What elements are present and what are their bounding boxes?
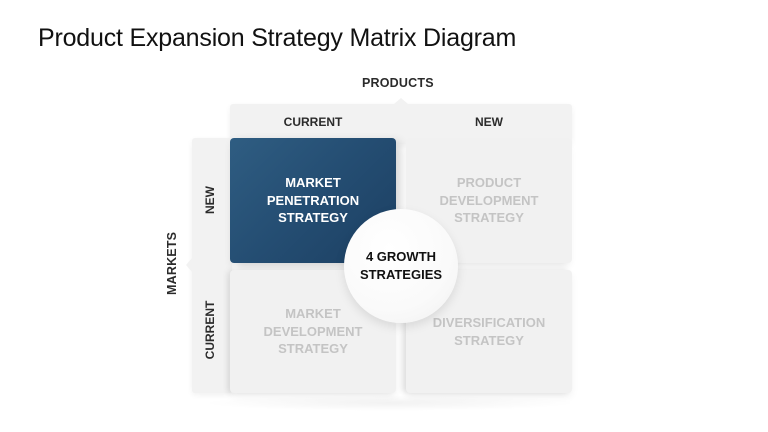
- products-axis-label: PRODUCTS: [362, 76, 434, 90]
- row-header-new: NEW: [203, 186, 217, 214]
- left-arrow-notch-icon: [186, 258, 192, 272]
- cell-label: DIVERSIFICATION STRATEGY: [432, 315, 546, 348]
- column-header-new: NEW: [475, 115, 503, 129]
- products-header-panel: [230, 98, 572, 144]
- center-circle: 4 GROWTH STRATEGIES: [344, 209, 458, 323]
- up-arrow-notch-icon: [394, 98, 408, 104]
- cell-label: MARKET PENETRATION STRATEGY: [266, 175, 360, 226]
- floor-shadow: [200, 395, 580, 411]
- row-header-current: CURRENT: [203, 300, 217, 360]
- cell-label: PRODUCT DEVELOPMENT STRATEGY: [439, 175, 539, 226]
- markets-header-panel: [186, 138, 232, 393]
- cell-label: MARKET DEVELOPMENT STRATEGY: [263, 306, 363, 357]
- column-header-current: CURRENT: [283, 115, 343, 129]
- cell-market-penetration: MARKET PENETRATION STRATEGY: [230, 138, 396, 263]
- center-label: 4 GROWTH STRATEGIES: [359, 249, 443, 282]
- markets-axis-label: MARKETS: [165, 231, 179, 295]
- slide-title: Product Expansion Strategy Matrix Diagra…: [38, 24, 517, 52]
